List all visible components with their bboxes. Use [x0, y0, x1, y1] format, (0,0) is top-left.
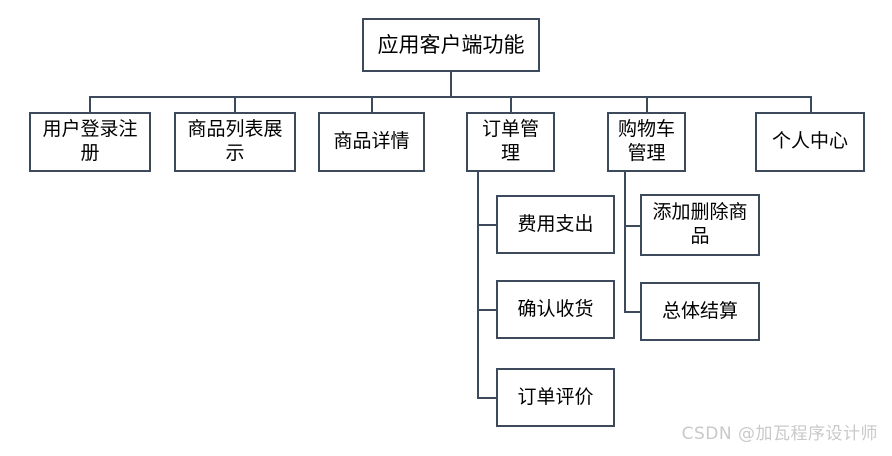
node-root[interactable]: 应用客户端功能: [362, 18, 540, 72]
connector-drop-cart: [646, 96, 648, 113]
connector-drop-order: [510, 96, 512, 113]
node-profile[interactable]: 个人中心: [755, 112, 865, 172]
connector-order-stub-pay: [477, 224, 497, 226]
node-goodlist-label: 商品列表展示: [187, 118, 283, 164]
connector-drop-goodlist: [234, 96, 236, 113]
node-checkout[interactable]: 总体结算: [640, 282, 760, 341]
node-cart[interactable]: 购物车管理: [607, 112, 686, 172]
connector-drop-detail: [371, 96, 373, 113]
connector-cart-stub-checkout: [624, 311, 644, 313]
node-review[interactable]: 订单评价: [496, 368, 615, 427]
node-order[interactable]: 订单管理: [466, 112, 555, 172]
connector-order-stub-review: [477, 397, 497, 399]
connector-cart-trunk: [624, 172, 626, 313]
node-pay-label: 费用支出: [517, 212, 594, 235]
node-receive-label: 确认收货: [517, 297, 594, 320]
node-receive[interactable]: 确认收货: [496, 280, 615, 339]
node-detail[interactable]: 商品详情: [318, 112, 425, 172]
node-pay[interactable]: 费用支出: [496, 195, 615, 254]
connector-level2-bus: [89, 96, 811, 98]
node-profile-label: 个人中心: [771, 130, 848, 153]
node-review-label: 订单评价: [517, 385, 594, 408]
watermark-text: CSDN @加瓦程序设计师: [681, 424, 878, 444]
node-login[interactable]: 用户登录注册: [29, 112, 151, 172]
node-addremove[interactable]: 添加删除商品: [640, 194, 760, 256]
connector-root-stem: [450, 72, 452, 97]
node-order-label: 订单管理: [481, 118, 539, 164]
node-addremove-label: 添加删除商品: [652, 201, 748, 247]
connector-drop-login: [89, 96, 91, 113]
node-checkout-label: 总体结算: [661, 299, 738, 322]
connector-order-trunk: [477, 172, 479, 398]
node-root-label: 应用客户端功能: [377, 32, 525, 57]
connector-cart-stub-addremove: [624, 225, 644, 227]
node-cart-label: 购物车管理: [617, 118, 675, 164]
node-goodlist[interactable]: 商品列表展示: [174, 112, 296, 172]
node-detail-label: 商品详情: [333, 130, 410, 153]
connector-drop-profile: [810, 96, 812, 113]
connector-order-stub-receive: [477, 309, 497, 311]
node-login-label: 用户登录注册: [42, 118, 138, 164]
